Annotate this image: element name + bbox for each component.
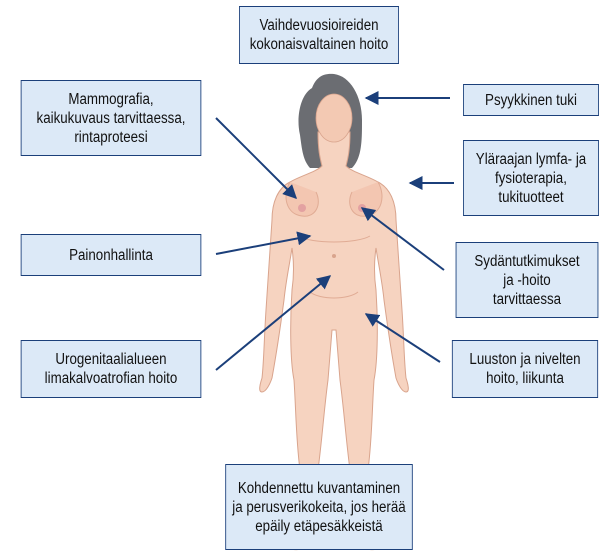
face — [316, 94, 352, 142]
left-nipple — [298, 204, 306, 212]
box-heart: Sydäntutkimukset ja -hoito tarvittaessa — [456, 242, 599, 318]
box-lymph: Yläraajan lymfa- ja fysioterapia, tukitu… — [463, 140, 599, 216]
arrow-mammography — [216, 118, 296, 198]
box-mammography: Mammografia, kaikukuvaus tarvittaessa, r… — [21, 80, 202, 156]
box-bones: Luuston ja nivelten hoito, liikunta — [452, 340, 598, 398]
box-psych: Psyykkinen tuki — [463, 84, 599, 116]
box-top: Vaihdevuosioireiden kokonaisvaltainen ho… — [239, 6, 399, 64]
box-urogenital: Urogenitaalialueen limakalvoatrofian hoi… — [21, 340, 202, 398]
box-bottom: Kohdennettu kuvantaminen ja perusverikok… — [225, 464, 412, 550]
navel — [332, 254, 336, 258]
box-weight: Painonhallinta — [21, 234, 202, 276]
